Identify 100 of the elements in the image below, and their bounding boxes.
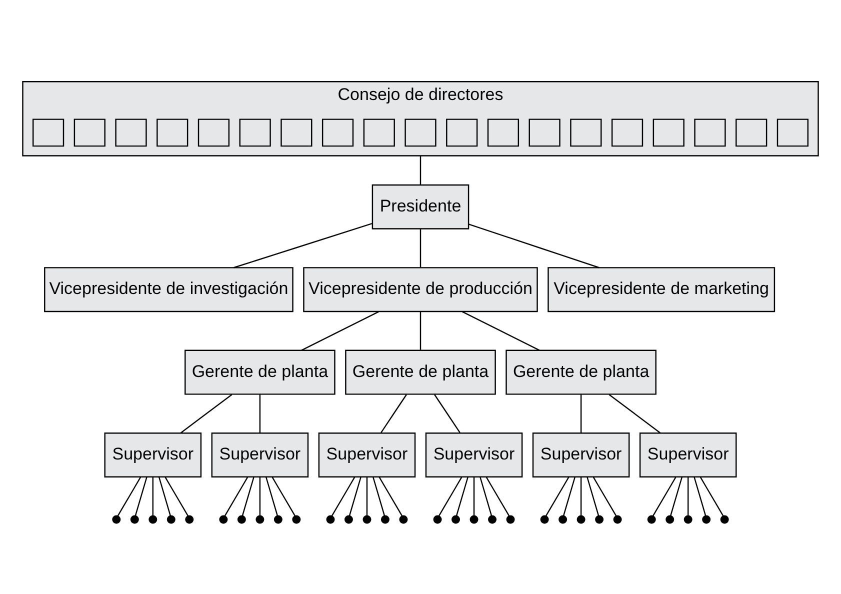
connector [272, 476, 296, 516]
node-box: Presidente [372, 184, 470, 229]
connector [180, 394, 232, 433]
connector [331, 476, 356, 516]
node-box: Gerente de planta [184, 349, 336, 394]
connector [608, 394, 661, 433]
node-box [446, 118, 478, 146]
node-box [239, 118, 271, 146]
connector [224, 476, 248, 516]
connector [586, 476, 600, 516]
node-circle [256, 514, 264, 524]
node-box [776, 118, 809, 146]
connector [420, 155, 422, 184]
node-box [198, 118, 230, 146]
connector [242, 476, 254, 516]
connector [152, 476, 154, 516]
connector [700, 476, 724, 516]
node-circle [540, 514, 549, 524]
node-box [652, 118, 684, 146]
node-circle [166, 514, 176, 524]
node-box [115, 118, 147, 146]
connector [688, 476, 689, 516]
node-circle [684, 514, 692, 524]
connector [480, 476, 492, 516]
node-circle [130, 514, 139, 524]
connector [420, 228, 422, 267]
node-box [322, 118, 354, 146]
node-circle [433, 514, 442, 524]
node-circle [613, 514, 622, 524]
connector [694, 476, 706, 516]
node-circle [488, 514, 497, 524]
connector [592, 476, 617, 516]
connector [580, 394, 582, 432]
node-box [528, 118, 560, 146]
node-circle [702, 514, 711, 524]
node-box: Supervisor [211, 432, 309, 478]
node-circle [576, 514, 586, 524]
connector [134, 476, 148, 516]
node-circle [148, 514, 158, 524]
node-box [611, 118, 644, 146]
node-box: Gerente de planta [506, 349, 656, 394]
node-circle [219, 514, 228, 524]
connector [259, 394, 261, 432]
connector [372, 476, 386, 516]
node-box: Vicepresidente de producción [303, 266, 538, 312]
connector [473, 476, 475, 516]
node-box: Supervisor [639, 432, 737, 478]
connector [438, 476, 462, 516]
connector [462, 310, 540, 350]
connector [456, 476, 468, 516]
connector [164, 476, 189, 516]
connector [545, 476, 570, 516]
node-circle [452, 514, 460, 524]
node-circle [558, 514, 568, 524]
node-box: Supervisor [318, 432, 416, 478]
node-box [487, 118, 520, 146]
node-circle [274, 514, 282, 524]
node-circle [647, 514, 656, 524]
node-box [736, 118, 768, 146]
connector [378, 476, 403, 516]
connector [259, 476, 261, 516]
node-circle [292, 514, 301, 524]
connector [434, 394, 460, 432]
node-box [280, 118, 312, 146]
cluster: Consejo de directores [22, 80, 819, 156]
node-circle [362, 514, 372, 524]
node-box: Vicepresidente de marketing [548, 266, 776, 312]
node-circle [185, 514, 194, 524]
node-box: Supervisor [532, 432, 630, 478]
node-box: Supervisor [425, 432, 523, 478]
node-circle [720, 514, 729, 524]
node-box: Gerente de planta [345, 349, 496, 394]
node-circle [666, 514, 674, 524]
connector [348, 476, 362, 516]
connector [366, 476, 368, 516]
connector [234, 222, 372, 268]
connector [158, 476, 171, 516]
node-circle [470, 514, 478, 524]
connector [652, 476, 676, 516]
node-box [694, 118, 726, 146]
node-box [570, 118, 602, 146]
node-circle [326, 514, 335, 524]
connector [468, 223, 600, 268]
node-box: Supervisor [104, 432, 202, 478]
connector [563, 476, 576, 516]
node-circle [237, 514, 246, 524]
node-circle [112, 514, 121, 524]
connector [117, 476, 142, 516]
node-box [32, 118, 64, 146]
connector [380, 394, 407, 432]
node-box [74, 118, 106, 146]
connector [670, 476, 682, 516]
connector [301, 310, 379, 350]
connector [266, 476, 278, 516]
node-box [404, 118, 436, 146]
node-circle [380, 514, 390, 524]
connector [580, 476, 582, 516]
node-box: Vicepresidente de investigación [44, 266, 294, 312]
connector [420, 311, 422, 350]
node-box [363, 118, 395, 146]
